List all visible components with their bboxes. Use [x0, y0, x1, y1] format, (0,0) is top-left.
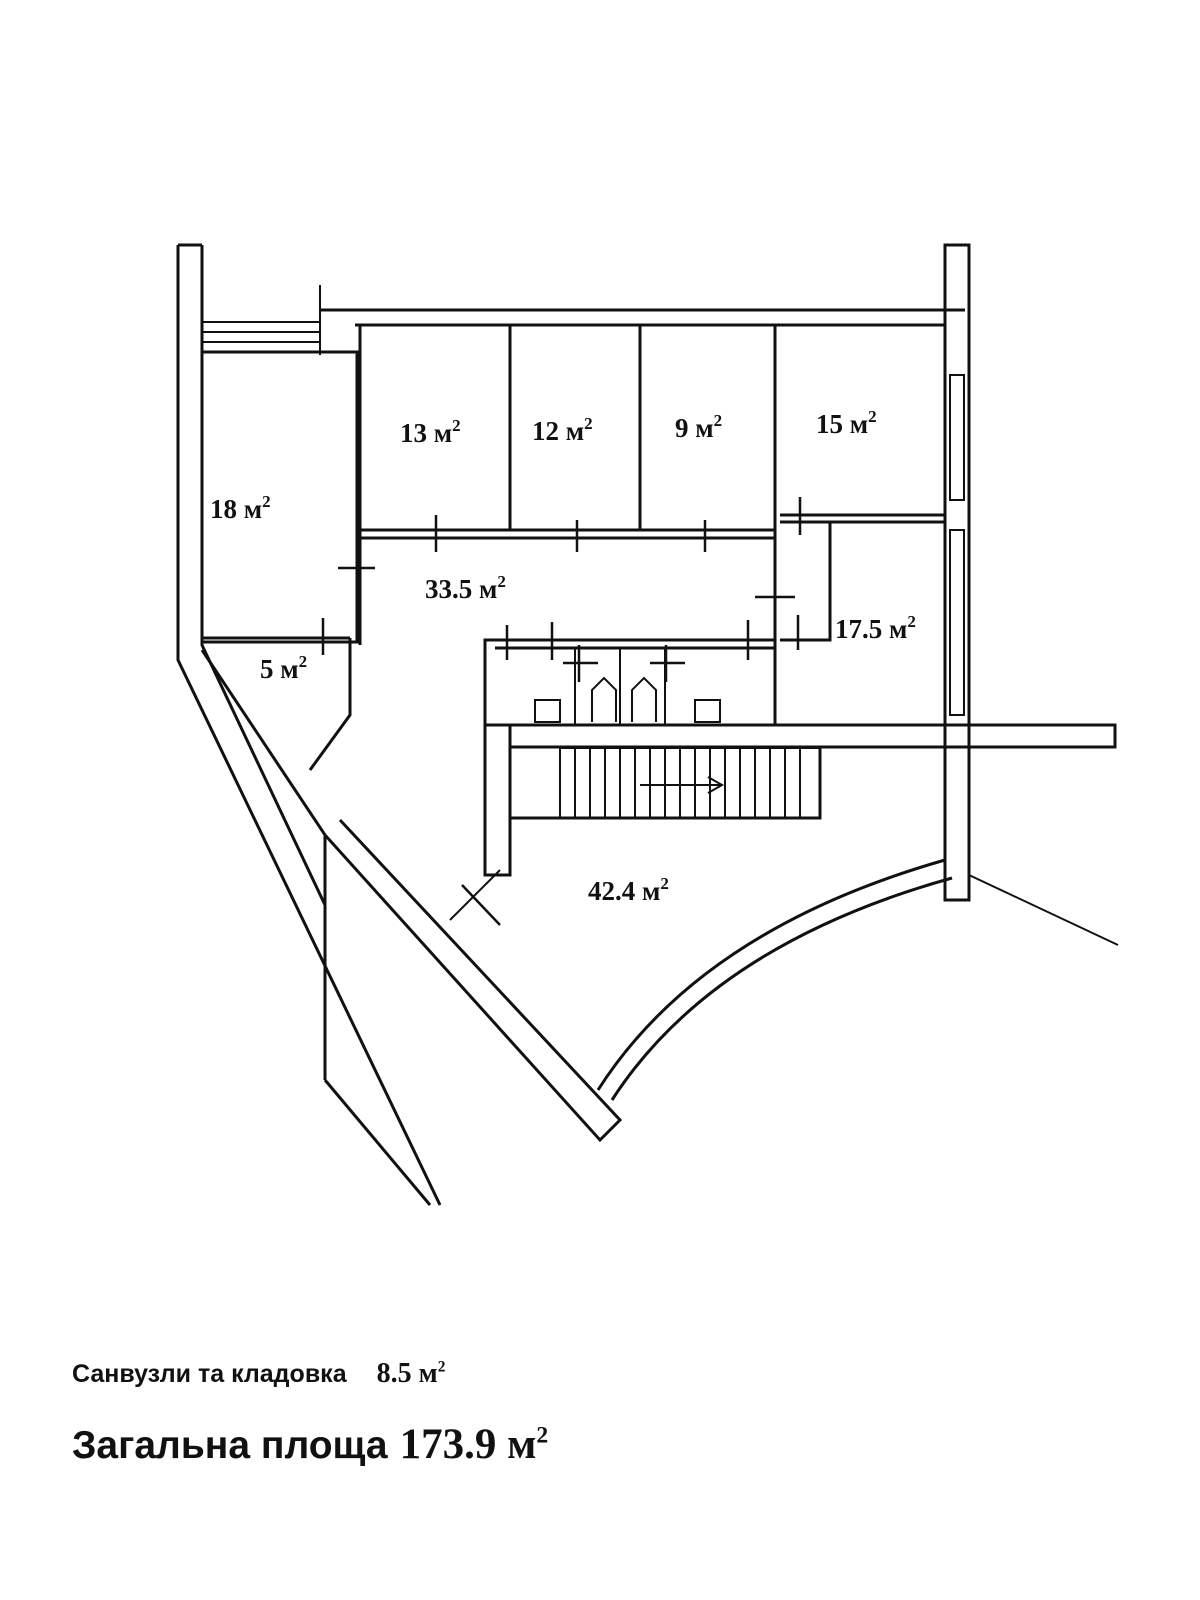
room-area-42-4: 42.4 м2: [588, 874, 669, 906]
wall-stair-entry: [449, 869, 501, 921]
stair-treads: [574, 748, 801, 818]
wc-basin-2: [631, 676, 657, 722]
room-area-12: 12 м2: [532, 414, 593, 446]
wc-basin-1: [591, 676, 617, 722]
wall-left-outer: [176, 245, 442, 1206]
door-markers: [321, 497, 802, 926]
summary-wc-label: Санвузли та кладовка: [72, 1360, 347, 1388]
summary-total-label: Загальна площа: [72, 1424, 388, 1467]
summary-total-value: 173.9 м2: [399, 1421, 549, 1468]
corridor-east: [508, 723, 1117, 749]
room-18-box: [200, 350, 359, 644]
wall-diagonal: [200, 649, 623, 1143]
summary-total: Загальна площа 173.9 м2: [72, 1420, 548, 1469]
stair-arrow-head: [707, 776, 725, 794]
room-area-15: 15 м2: [816, 407, 877, 439]
wall-curved: [596, 858, 946, 1091]
stair-well-wall: [483, 723, 512, 877]
room-area-17-5: 17.5 м2: [835, 612, 916, 644]
window-right-1: [949, 374, 965, 501]
wc-toilet-2: [694, 699, 721, 723]
room-area-5: 5 м2: [260, 652, 307, 684]
summary-wc: Санвузли та кладовка 8.5 м2: [72, 1358, 445, 1390]
room-area-33-5: 33.5 м2: [425, 572, 506, 604]
wall-stair-lower: [510, 748, 822, 820]
wall-diagonal-tail: [323, 1079, 432, 1206]
wc-block: [483, 638, 775, 870]
wall-5-right: [308, 638, 352, 771]
room-area-18: 18 м2: [210, 492, 271, 524]
wc-toilet-1: [534, 699, 561, 723]
room-area-9: 9 м2: [675, 411, 722, 443]
window-right-2: [949, 529, 965, 716]
wall-right: [943, 243, 971, 902]
wall-curved-outer: [610, 876, 953, 1101]
wall-right-tail: [968, 874, 1119, 946]
wall-17-left: [780, 522, 832, 642]
balcony-top-left: [201, 321, 321, 353]
summary-wc-value: 8.5 м2: [376, 1358, 446, 1389]
room-area-13: 13 м2: [400, 416, 461, 448]
stairs: [559, 747, 821, 819]
